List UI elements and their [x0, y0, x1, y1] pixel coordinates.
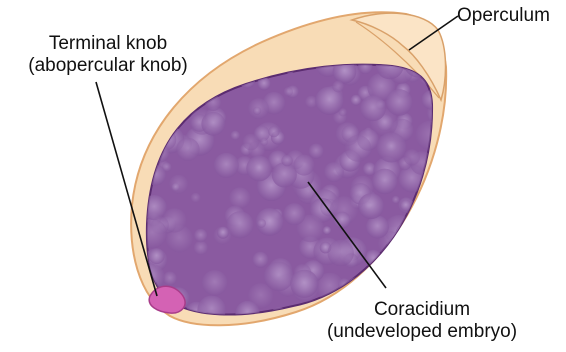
- embryo-cell: [284, 87, 293, 96]
- embryo-cell: [176, 138, 199, 161]
- embryo-cell: [159, 83, 169, 93]
- embryo-cell: [191, 193, 201, 203]
- embryo-cell: [264, 262, 294, 292]
- embryo-cell: [373, 283, 383, 293]
- embryo-cell: [354, 284, 363, 293]
- embryo-cell: [246, 156, 272, 182]
- embryo-cell: [194, 229, 207, 242]
- embryo-cell: [283, 203, 305, 225]
- embryo-cell: [411, 265, 422, 276]
- embryo-cell: [252, 252, 268, 268]
- embryo-cell: [138, 112, 147, 121]
- embryo-cell: [253, 107, 261, 115]
- embryo-cell: [402, 266, 417, 281]
- operculum-label-text: Operculum: [457, 5, 550, 27]
- embryo-cell: [268, 126, 279, 137]
- embryo-cell: [360, 95, 386, 121]
- embryo-cell: [294, 155, 315, 176]
- operculum-label: Operculum: [457, 5, 550, 27]
- embryo-cell: [201, 112, 225, 136]
- embryo-cell: [428, 177, 442, 191]
- embryo-cell: [416, 221, 440, 245]
- embryo-cell: [390, 269, 420, 299]
- embryo-cell: [281, 155, 292, 166]
- embryo-cell: [393, 265, 406, 278]
- embryo-cell: [133, 292, 147, 306]
- embryo-cell: [160, 82, 169, 91]
- coracidium-label-line1: Coracidium: [306, 299, 538, 321]
- embryo-cell: [396, 223, 419, 246]
- embryo-cell: [332, 81, 344, 93]
- embryo-cell: [351, 95, 362, 106]
- embryo-cell: [374, 259, 399, 284]
- embryo-cell: [353, 289, 362, 298]
- embryo-cell: [272, 162, 297, 187]
- embryo-cell: [328, 240, 354, 266]
- embryo-cell: [169, 175, 188, 194]
- coracidium-label: Coracidium (undeveloped embryo): [306, 299, 538, 343]
- embryo-cell: [214, 153, 239, 178]
- terminal-knob-label-line1: Terminal knob: [18, 33, 198, 55]
- embryo-cell: [404, 257, 426, 279]
- embryo-cell: [406, 228, 428, 250]
- embryo-cell: [413, 241, 433, 261]
- embryo-cell: [194, 241, 208, 255]
- embryo-cell: [229, 187, 251, 209]
- embryo-cell: [386, 89, 413, 116]
- embryo-cell: [202, 270, 228, 296]
- embryo-cell: [230, 131, 240, 141]
- embryo-cell: [358, 193, 384, 219]
- embryo-cell: [408, 272, 437, 301]
- terminal-knob-label: Terminal knob (abopercular knob): [18, 33, 198, 77]
- embryo-cell: [323, 226, 332, 235]
- embryo-cell: [154, 76, 178, 100]
- embryo-cell: [257, 219, 266, 228]
- embryo-cell: [345, 135, 372, 162]
- embryo-cell: [417, 257, 440, 280]
- embryo-cell: [290, 270, 318, 298]
- embryo-cell: [364, 250, 382, 268]
- embryo-cell: [243, 134, 260, 151]
- coracidium-label-line2: (undeveloped embryo): [306, 321, 538, 343]
- embryo-cell: [392, 196, 400, 204]
- embryo-cell: [418, 236, 430, 248]
- embryo-cell: [342, 288, 354, 300]
- embryo-cell: [376, 133, 406, 163]
- embryo-cell: [149, 248, 165, 264]
- embryo-cell: [147, 114, 159, 126]
- embryo-cell: [372, 169, 398, 195]
- embryo-cell: [138, 93, 163, 118]
- embryo-cell: [172, 79, 181, 88]
- embryo-cell: [416, 192, 437, 213]
- terminal-knob-label-line2: (abopercular knob): [18, 55, 198, 77]
- embryo-cell: [339, 108, 347, 116]
- embryo-cell: [404, 149, 420, 165]
- embryo-cell: [132, 86, 149, 103]
- embryo-cell: [416, 234, 427, 245]
- embryo-cell: [324, 162, 344, 182]
- embryo-cell: [309, 144, 324, 159]
- embryo-cell: [217, 227, 229, 239]
- embryo-cell: [163, 272, 177, 286]
